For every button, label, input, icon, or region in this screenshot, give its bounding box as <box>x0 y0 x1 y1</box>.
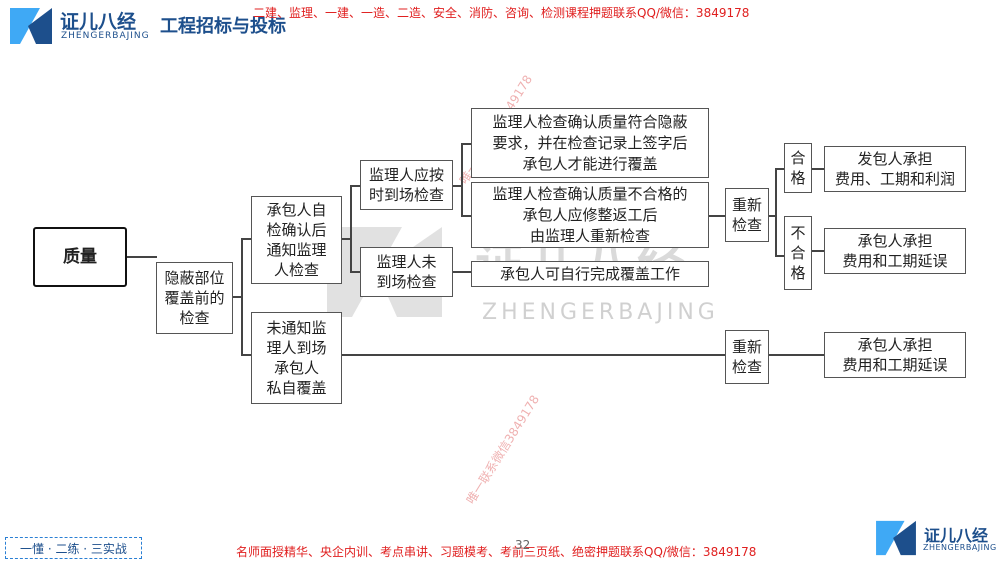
node-result-pass: 监理人检查确认质量符合隐蔽 要求，并在检查记录上签字后 承包人才能进行覆盖 <box>471 108 709 178</box>
header-brand-cn: 证儿八经 <box>60 11 137 33</box>
node-recheck-2: 重新 检查 <box>725 330 769 384</box>
watermark-center-en: ZHENGERBAJING <box>482 300 719 325</box>
node-concealed-inspection: 隐蔽部位 覆盖前的 检查 <box>156 262 233 334</box>
promo-bottom: 名师面授精华、央企内训、考点串讲、习题模考、考前三页纸、绝密押题联系QQ/微信：… <box>236 545 757 559</box>
node-supervisor-on-time: 监理人应按 时到场检查 <box>360 160 453 210</box>
footer-logo <box>874 519 918 557</box>
page-number: 32 <box>515 538 531 552</box>
node-outcome-employer: 发包人承担 费用、工期和利润 <box>824 146 966 192</box>
page-title: 工程招标与投标 <box>160 16 286 37</box>
node-contractor-notified: 承包人自 检确认后 通知监理 人检查 <box>251 196 342 284</box>
footer-logo-mark-icon <box>876 520 916 556</box>
footer-brand-cn: 证儿八经 <box>924 526 989 545</box>
node-outcome-contractor-2: 承包人承担 费用和工期延误 <box>824 332 966 378</box>
watermark-diagonal-2: 唯一联系微信3849178 <box>463 392 543 507</box>
node-qualified: 合 格 <box>784 143 812 193</box>
logo-mark-icon <box>10 8 52 44</box>
footer-slogan: 一懂 · 二练 · 三实战 <box>5 537 142 559</box>
header-brand-en: ZHENGERBAJING <box>61 31 150 41</box>
node-recheck-1: 重新 检查 <box>725 188 769 242</box>
header-logo <box>8 6 54 46</box>
node-unqualified: 不 合 格 <box>784 216 812 290</box>
promo-top: 二建、监理、一建、一造、二造、安全、消防、咨询、检测课程押题联系QQ/微信：38… <box>253 6 750 20</box>
node-outcome-contractor-1: 承包人承担 费用和工期延误 <box>824 228 966 274</box>
node-result-self-cover: 承包人可自行完成覆盖工作 <box>471 261 709 287</box>
node-contractor-not-notified: 未通知监 理人到场 承包人 私自覆盖 <box>251 312 342 404</box>
node-supervisor-not-on-time: 监理人未 到场检查 <box>360 247 453 297</box>
node-root-quality: 质量 <box>33 227 127 287</box>
footer-brand-en: ZHENGERBAJING <box>923 543 997 552</box>
node-result-fail: 监理人检查确认质量不合格的 承包人应修整返工后 由监理人重新检查 <box>471 182 709 248</box>
